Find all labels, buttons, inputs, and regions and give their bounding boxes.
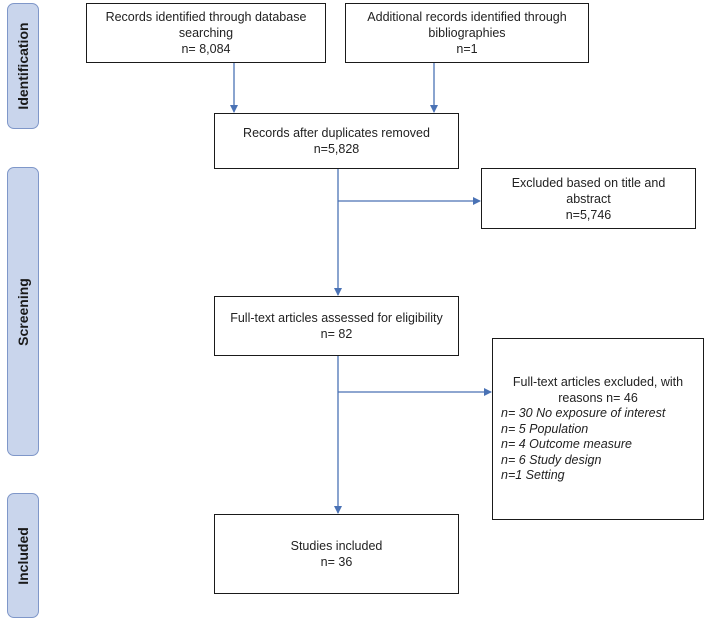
phase-screening: Screening xyxy=(7,167,39,456)
box-after-duplicates: Records after duplicates removed n=5,828 xyxy=(214,113,459,169)
box-excluded-title-abstract: Excluded based on title and abstract n=5… xyxy=(481,168,696,229)
bibliographies-count: n=1 xyxy=(456,42,478,56)
database-count: n= 8,084 xyxy=(181,42,231,56)
reason-no-exposure: n= 30 No exposure of interest xyxy=(501,406,666,421)
box-fulltext-assessed: Full-text articles assessed for eligibil… xyxy=(214,296,459,356)
phase-included-label: Included xyxy=(15,526,31,585)
included-count: n= 36 xyxy=(320,555,353,569)
excluded-title-line1: Excluded based on title and xyxy=(511,175,666,190)
phase-screening-label: Screening xyxy=(15,277,31,346)
phase-identification: Identification xyxy=(7,3,39,129)
reason-population: n= 5 Population xyxy=(501,421,589,436)
box-fulltext-excluded: Full-text articles excluded, with reason… xyxy=(492,338,704,520)
box-database-records: Records identified through database sear… xyxy=(86,3,326,63)
excluded-title-line2: abstract xyxy=(566,191,611,206)
database-line2: searching xyxy=(178,26,234,40)
duplicates-line1: Records after duplicates removed xyxy=(243,126,430,140)
fulltext-count: n= 82 xyxy=(320,327,353,341)
reason-setting: n=1 Setting xyxy=(501,468,565,483)
duplicates-count: n=5,828 xyxy=(313,142,360,156)
phase-identification-label: Identification xyxy=(15,22,31,110)
fulltext-excluded-line1: Full-text articles excluded, with xyxy=(512,375,684,390)
bibliographies-line2: bibliographies xyxy=(428,26,506,40)
reason-outcome-measure: n= 4 Outcome measure xyxy=(501,437,632,452)
phase-included: Included xyxy=(7,493,39,618)
box-bibliography-records: Additional records identified through bi… xyxy=(345,3,589,63)
reason-study-design: n= 6 Study design xyxy=(501,452,602,467)
fulltext-line1: Full-text articles assessed for eligibil… xyxy=(230,311,443,325)
bibliographies-line1: Additional records identified through xyxy=(367,10,567,24)
included-line1: Studies included xyxy=(290,539,383,553)
box-studies-included: Studies included n= 36 xyxy=(214,514,459,594)
database-line1: Records identified through database xyxy=(105,10,307,24)
fulltext-excluded-line2: reasons n= 46 xyxy=(558,391,638,406)
excluded-title-count: n=5,746 xyxy=(565,207,612,222)
